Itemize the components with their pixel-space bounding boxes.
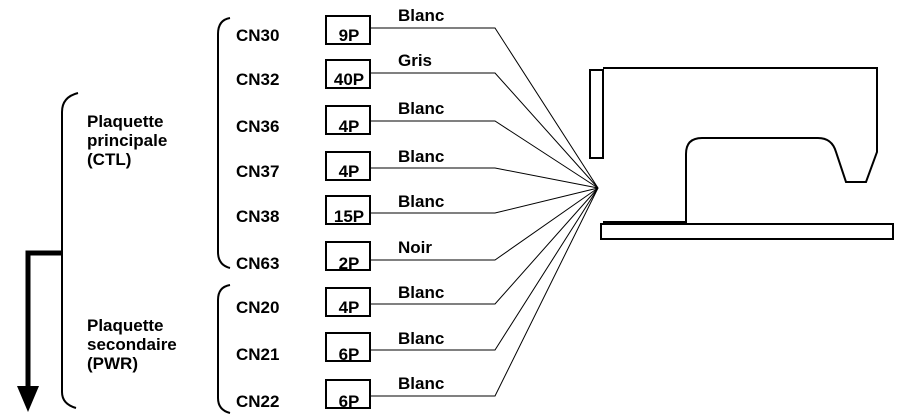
pwr-board-name-line: Plaquette [87, 316, 164, 335]
sewing-machine-icon [589, 67, 894, 240]
pin-count: 40P [333, 70, 365, 89]
wire-line [370, 187, 599, 305]
ctl-board-name-line: principale [87, 131, 168, 150]
wire-color-label: Blanc [398, 374, 445, 393]
connector-id: CN37 [236, 162, 280, 181]
connector-box [325, 379, 371, 409]
connector-box [325, 332, 371, 362]
wire-group [325, 15, 599, 409]
wire-line [370, 187, 599, 397]
wire-color-label: Blanc [398, 147, 445, 166]
connector-id: CN63 [236, 254, 280, 273]
pwr-board-label: Plaquette secondaire (PWR) [87, 316, 177, 373]
pin-count: 4P [338, 162, 360, 181]
wire-line [370, 167, 599, 189]
connector-box [325, 287, 371, 317]
connector-id: CN22 [236, 392, 280, 411]
connector-box [325, 59, 371, 89]
ctl-board-name-line: Plaquette [87, 112, 164, 131]
pin-count: 9P [338, 26, 360, 45]
ctl-board-name-line: (CTL) [87, 150, 132, 169]
group-bracket [61, 92, 79, 409]
pin-count: 6P [338, 392, 360, 411]
connector-id: CN32 [236, 70, 280, 89]
pwr-board-name-line: secondaire [87, 335, 177, 354]
pin-count: 2P [338, 254, 360, 273]
connector-id: CN30 [236, 26, 280, 45]
wire-color-label: Noir [398, 238, 432, 257]
wire-color-label: Blanc [398, 192, 445, 211]
wire-line [370, 120, 599, 189]
wire-line [370, 72, 599, 189]
wire-color-label: Blanc [398, 283, 445, 302]
pwr-board-bracket [217, 284, 231, 414]
wire-color-label: Blanc [398, 6, 445, 25]
connector-id: CN38 [236, 207, 280, 226]
pwr-board-name-line: (PWR) [87, 354, 138, 373]
wire-color-label: Blanc [398, 99, 445, 118]
connector-id: CN20 [236, 298, 280, 317]
wire-color-label: Blanc [398, 329, 445, 348]
pin-count: 6P [338, 345, 360, 364]
down-arrow-icon [17, 250, 62, 412]
connector-box [325, 105, 371, 135]
connector-box [325, 241, 371, 271]
wire-color-label: Gris [398, 51, 433, 70]
pin-count: 15P [333, 207, 365, 226]
wire-line [370, 187, 599, 351]
pin-count: 4P [338, 298, 360, 317]
connector-id: CN21 [236, 345, 280, 364]
ctl-board-bracket [217, 17, 231, 269]
wire-line [370, 27, 599, 189]
connector-id: CN36 [236, 117, 280, 136]
connector-box [325, 15, 371, 45]
wire-line [370, 187, 599, 214]
wire-line [370, 187, 599, 261]
pin-count: 4P [338, 117, 360, 136]
ctl-board-label: Plaquette principale (CTL) [87, 112, 167, 169]
connector-box [325, 195, 371, 225]
connector-box [325, 151, 371, 181]
